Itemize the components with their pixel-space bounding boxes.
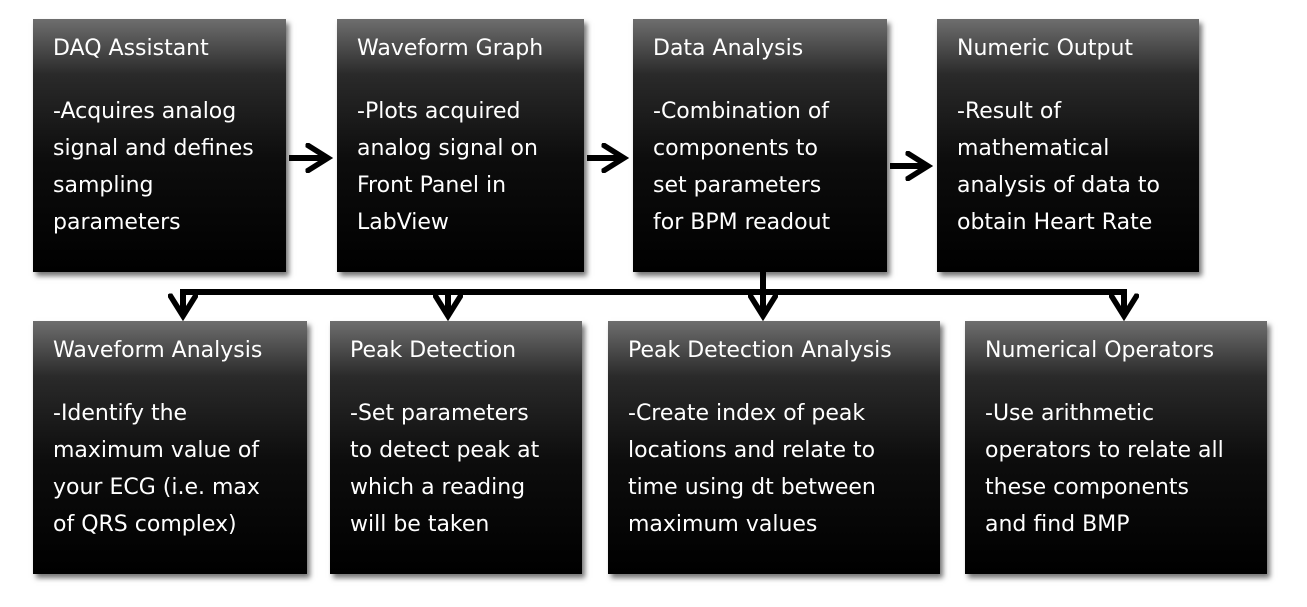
box-title: Peak Detection <box>350 338 517 363</box>
peak-detection-analysis-box: Peak Detection Analysis -Create index of… <box>608 321 940 574</box>
waveform-analysis-box: Waveform Analysis -Identify the maximum … <box>33 321 307 574</box>
box-description: -Combination of components to set parame… <box>653 99 831 235</box>
box-title: Data Analysis <box>653 36 804 61</box>
box-title: Waveform Analysis <box>53 338 263 363</box>
daq-assistant-box: DAQ Assistant -Acquires analog signal an… <box>33 19 286 272</box>
box-title: Numerical Operators <box>985 338 1215 363</box>
peak-detection-box: Peak Detection -Set parameters to detect… <box>330 321 582 574</box>
box-title: Peak Detection Analysis <box>628 338 892 363</box>
box-description: -Create index of peak locations and rela… <box>628 401 876 537</box>
numerical-operators-box: Numerical Operators -Use arithmetic oper… <box>965 321 1267 574</box>
box-description: -Identify the maximum value of your ECG … <box>53 401 260 537</box>
box-title: DAQ Assistant <box>53 36 209 61</box>
box-description: -Use arithmetic operators to relate all … <box>985 401 1224 537</box>
data-analysis-box: Data Analysis -Combination of components… <box>633 19 887 272</box>
box-description: -Set parameters to detect peak at which … <box>350 401 540 537</box>
waveform-graph-box: Waveform Graph -Plots acquired analog si… <box>337 19 584 272</box>
box-title: Numeric Output <box>957 36 1134 61</box>
box-description: -Result of mathematical analysis of data… <box>957 99 1160 235</box>
box-description: -Acquires analog signal and defines samp… <box>53 99 254 235</box>
box-title: Waveform Graph <box>357 36 544 61</box>
numeric-output-box: Numeric Output -Result of mathematical a… <box>937 19 1199 272</box>
box-description: -Plots acquired analog signal on Front P… <box>357 99 538 235</box>
